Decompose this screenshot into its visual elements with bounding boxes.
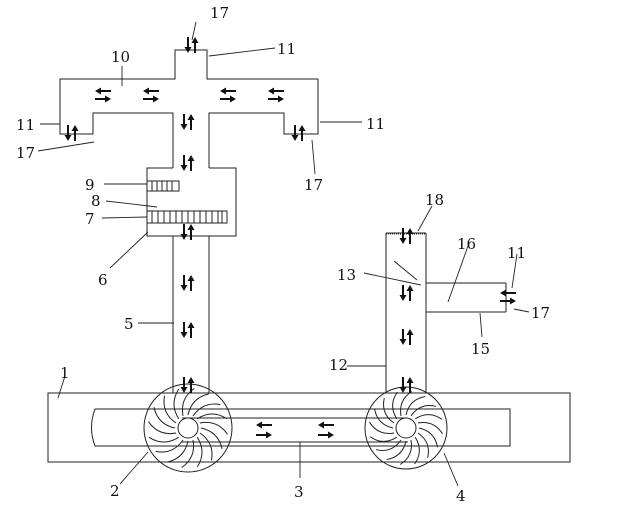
- centrifugal-fan-icon: [143, 383, 233, 473]
- label-11-left: 11: [16, 116, 35, 134]
- label-15: 15: [471, 340, 490, 358]
- centrifugal-fan-icon: [364, 386, 448, 470]
- label-11-branch: 11: [507, 244, 526, 262]
- label-7: 7: [85, 210, 95, 228]
- label-17-branch: 17: [531, 304, 550, 322]
- label-6: 6: [98, 271, 108, 289]
- label-12: 12: [329, 356, 348, 374]
- label-11-right: 11: [366, 115, 385, 133]
- t-duct: [59, 49, 319, 168]
- filter-9: [146, 180, 180, 192]
- label-18: 18: [425, 191, 444, 209]
- label-13: 13: [337, 266, 356, 284]
- label-17-top: 17: [210, 4, 229, 22]
- label-8: 8: [91, 192, 101, 210]
- leader-lines: [37, 21, 530, 487]
- flow-arrow-icon: [64, 37, 516, 439]
- label-4: 4: [456, 487, 466, 505]
- label-16: 16: [457, 235, 476, 253]
- label-10: 10: [111, 48, 130, 66]
- label-1: 1: [60, 364, 70, 382]
- inner-duct: [91, 408, 511, 447]
- label-17-right: 17: [304, 176, 323, 194]
- filter-7: [146, 210, 228, 224]
- label-5: 5: [124, 315, 134, 333]
- label-2: 2: [110, 482, 120, 500]
- label-11-top: 11: [277, 40, 296, 58]
- label-3: 3: [294, 483, 304, 501]
- label-9: 9: [85, 176, 95, 194]
- label-17-left: 17: [16, 144, 35, 162]
- base-housing: [47, 392, 571, 463]
